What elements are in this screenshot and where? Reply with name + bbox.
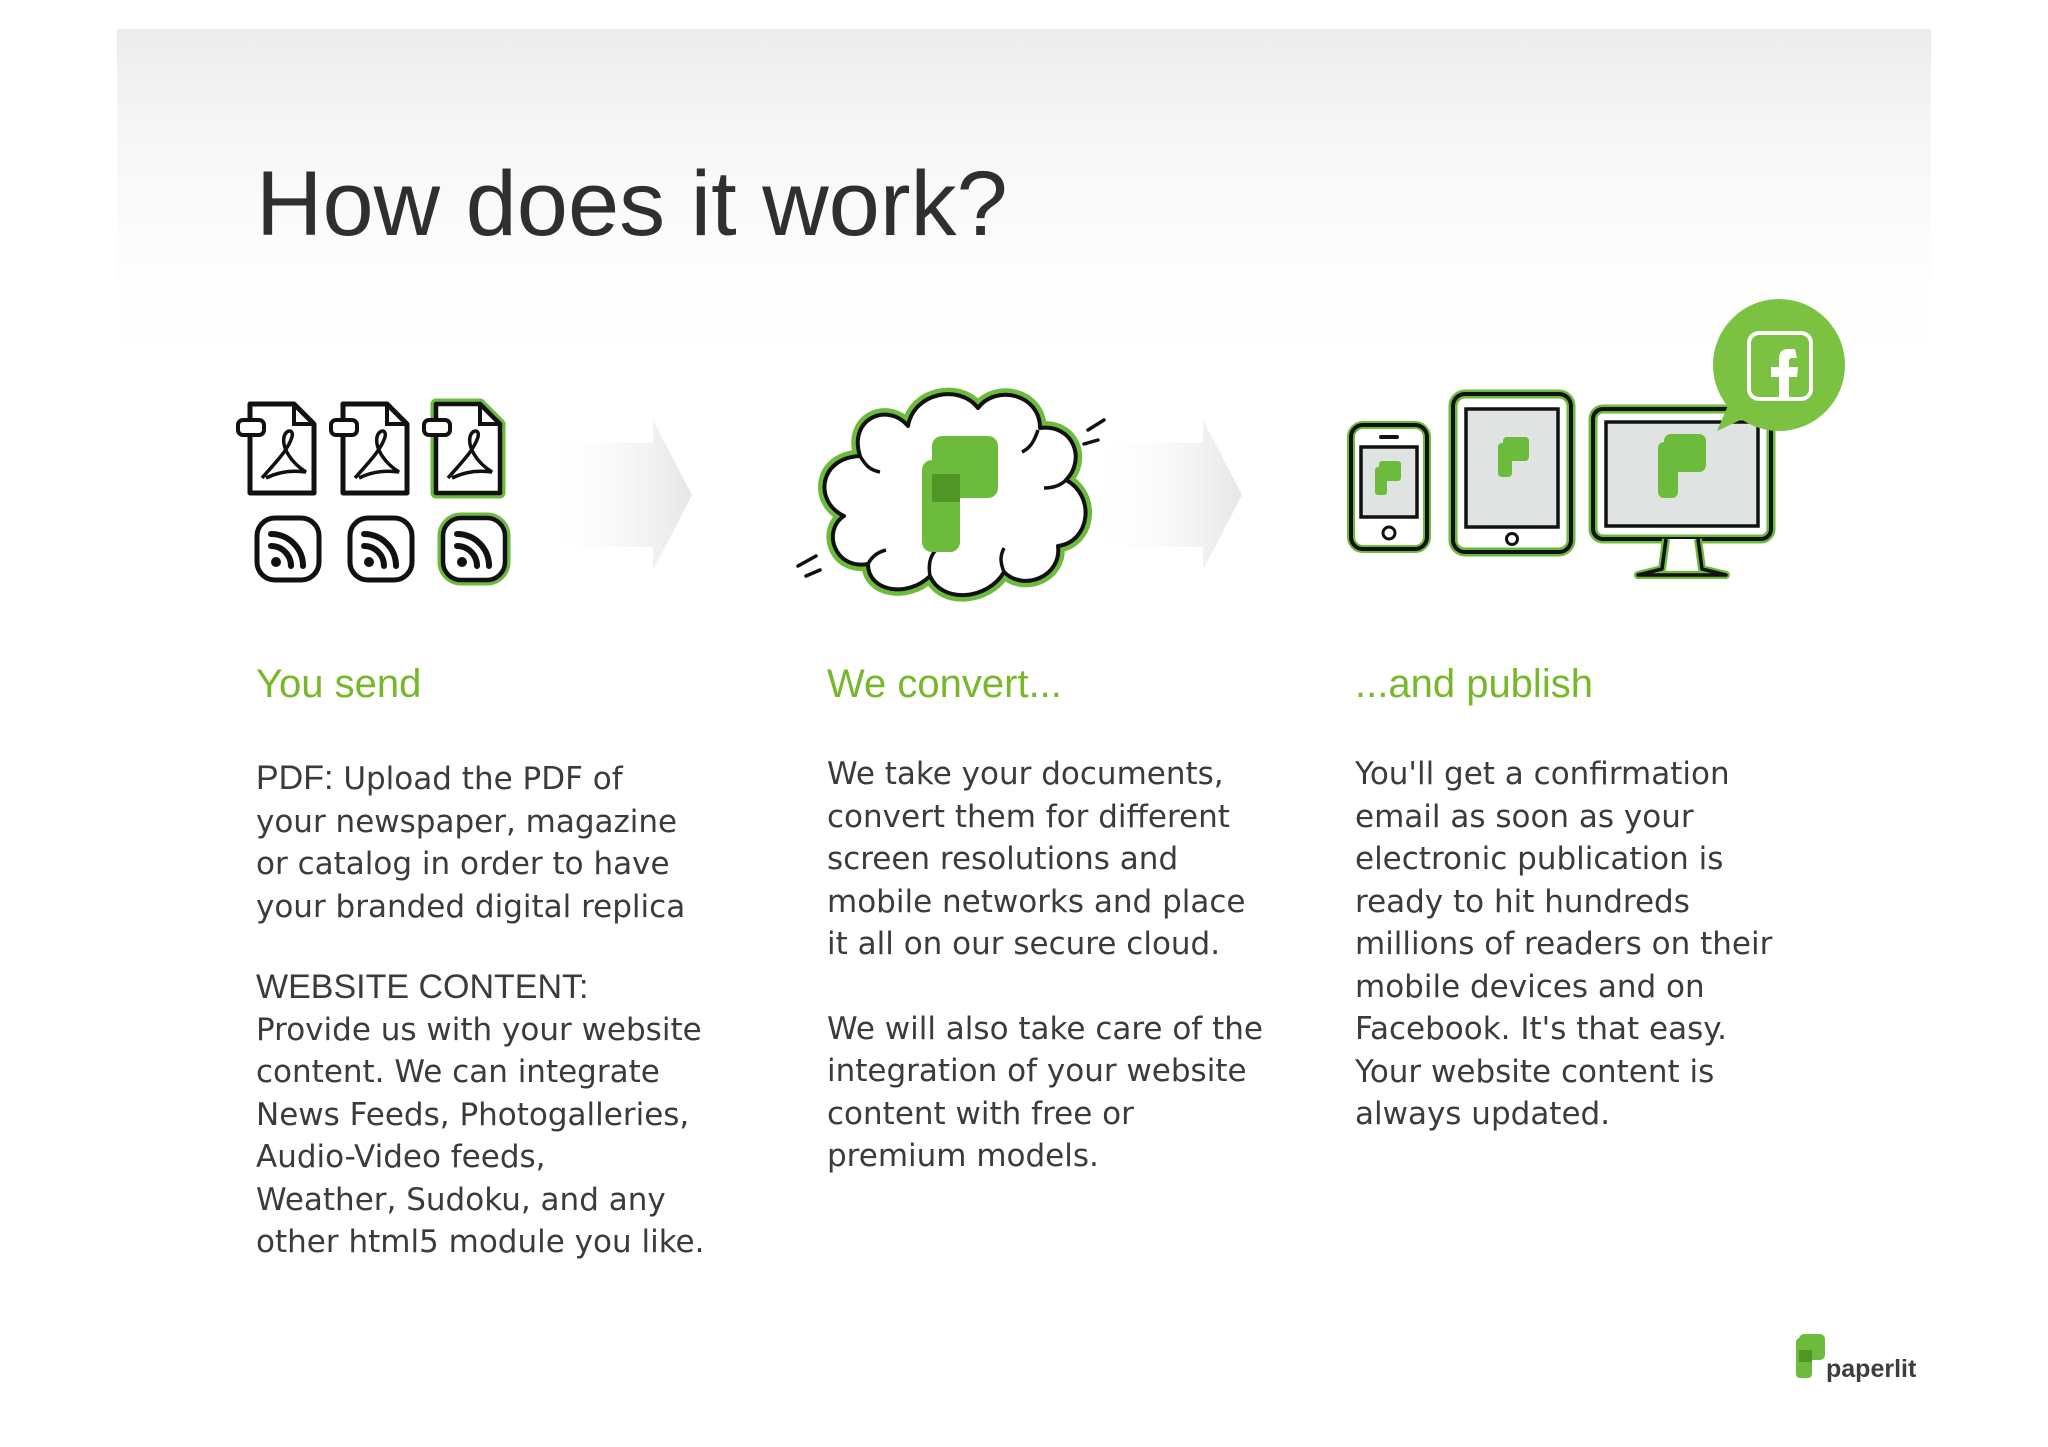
paragraph-line: integration of your website xyxy=(827,1053,1247,1089)
paragraph-line: Audio-Video feeds, xyxy=(256,1139,546,1175)
paragraph-line: mobile devices and on xyxy=(1355,968,1705,1005)
arrow-right-icon xyxy=(540,420,692,570)
paragraph-line: other html5 module you like. xyxy=(256,1224,705,1260)
rss-feed-icon xyxy=(437,512,511,586)
paragraph-line: premium models. xyxy=(827,1138,1099,1174)
paragraph-line: content with free or xyxy=(827,1095,1134,1132)
paragraph-line: Facebook. It's that easy. xyxy=(1355,1011,1727,1047)
pdf-file-icon xyxy=(422,398,506,499)
paragraph-line: Upload the PDF of xyxy=(343,761,623,797)
paragraph-line: email as soon as your xyxy=(1355,798,1694,835)
send-illustration xyxy=(236,398,511,586)
integration-paragraph: We will also take care of the integratio… xyxy=(827,1008,1263,1178)
column-heading: You send xyxy=(256,662,422,706)
column-convert: We convert... We take your documents, co… xyxy=(827,662,1263,1178)
smartphone-icon xyxy=(1347,421,1431,553)
pdf-label: PDF: xyxy=(256,759,334,797)
rss-feed-icon xyxy=(347,515,415,583)
paragraph-line: mobile networks and place xyxy=(827,883,1246,920)
paragraph-line: We will also take care of the xyxy=(827,1010,1263,1047)
column-heading: We convert... xyxy=(827,662,1062,706)
paragraph-line: ready to hit hundreds xyxy=(1355,883,1690,920)
pdf-paragraph: PDF: Upload the PDF of your newspaper, m… xyxy=(256,757,704,928)
publish-illustration xyxy=(1347,299,1845,579)
website-content-label: WEBSITE CONTENT: xyxy=(256,968,589,1006)
column-heading: ...and publish xyxy=(1355,662,1593,706)
cloud-logo-icon xyxy=(796,387,1106,602)
website-paragraph: WEBSITE CONTENT: Provide us with your we… xyxy=(256,966,704,1264)
pdf-file-icon xyxy=(236,401,317,496)
paragraph-line: content. We can integrate xyxy=(256,1054,660,1090)
paragraph-line: electronic publication is xyxy=(1355,841,1724,877)
paragraph-line: Weather, Sudoku, and any xyxy=(256,1181,666,1218)
page-title: How does it work? xyxy=(256,153,1008,255)
paragraph-line: We take your documents, xyxy=(827,756,1224,792)
paragraph-line: your branded digital replica xyxy=(256,888,686,925)
pdf-file-icon xyxy=(329,401,410,496)
paragraph-line: your newspaper, magazine xyxy=(256,803,678,840)
paragraph-line: screen resolutions and xyxy=(827,841,1179,877)
publish-paragraph: You'll get a confirmation email as soon … xyxy=(1355,753,1772,1136)
paragraph-line: or catalog in order to have xyxy=(256,846,670,882)
paragraph-line: it all on our secure cloud. xyxy=(827,926,1221,962)
slide-background xyxy=(117,29,1931,1447)
column-publish: ...and publish You'll get a confirmation… xyxy=(1355,662,1772,1136)
desktop-monitor-icon xyxy=(1588,404,1776,579)
paragraph-line: Your website content is xyxy=(1355,1053,1715,1090)
paperlit-logo-icon xyxy=(1796,1334,1825,1378)
paperlit-logo-icon xyxy=(922,436,998,552)
paragraph-line: You'll get a confirmation xyxy=(1355,756,1730,792)
convert-paragraph: We take your documents, convert them for… xyxy=(827,753,1263,966)
arrow-right-icon xyxy=(1090,420,1242,570)
paragraph-line: convert them for different xyxy=(827,798,1230,835)
paragraph-line: News Feeds, Photogalleries, xyxy=(256,1096,690,1133)
column-send: You send PDF: Upload the PDF of your new… xyxy=(256,662,704,1264)
facebook-icon xyxy=(1713,299,1845,431)
brand-logo-text: paperlit xyxy=(1826,1355,1917,1383)
paragraph-line: Provide us with your website xyxy=(256,1011,702,1048)
paragraph-line: millions of readers on their xyxy=(1355,926,1773,962)
paragraph-line: always updated. xyxy=(1355,1096,1611,1132)
rss-feed-icon xyxy=(254,515,322,583)
tablet-icon xyxy=(1448,389,1576,557)
